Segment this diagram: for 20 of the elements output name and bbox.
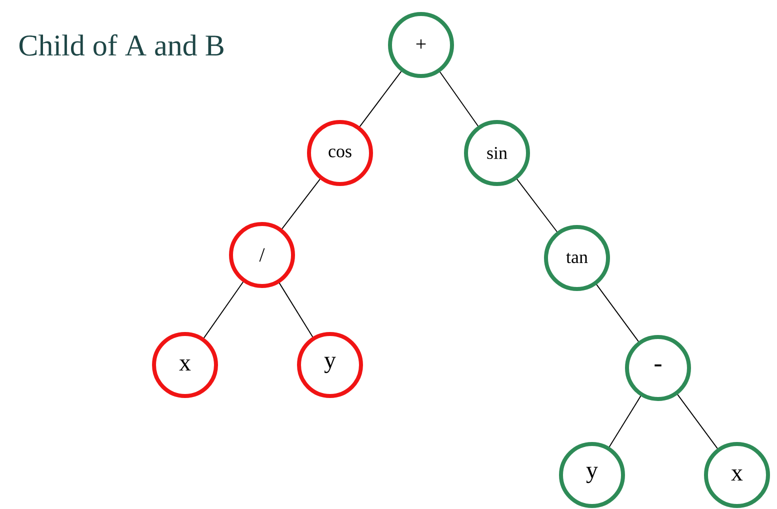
- tree-edge: [203, 282, 244, 338]
- tree-node: -: [625, 335, 691, 401]
- tree-node: y: [297, 332, 363, 398]
- tree-edge: [359, 70, 402, 128]
- tree-node: sin: [464, 120, 530, 186]
- tree-node: tan: [544, 225, 610, 291]
- tree-node: cos: [307, 120, 373, 186]
- tree-node: +: [388, 12, 454, 78]
- tree-edge: [608, 396, 642, 448]
- title: Child of A and B: [19, 34, 224, 56]
- tree-edge: [516, 178, 558, 232]
- tree-edge: [282, 178, 320, 230]
- tree-node: x: [704, 442, 770, 508]
- tree-edge: [596, 284, 639, 342]
- tree-edge: [677, 394, 718, 449]
- tree-node: x: [152, 332, 218, 398]
- tree-edge: [440, 71, 478, 126]
- tree-edge: [278, 282, 314, 338]
- tree-node: /: [229, 222, 295, 288]
- tree-node: y: [559, 442, 625, 508]
